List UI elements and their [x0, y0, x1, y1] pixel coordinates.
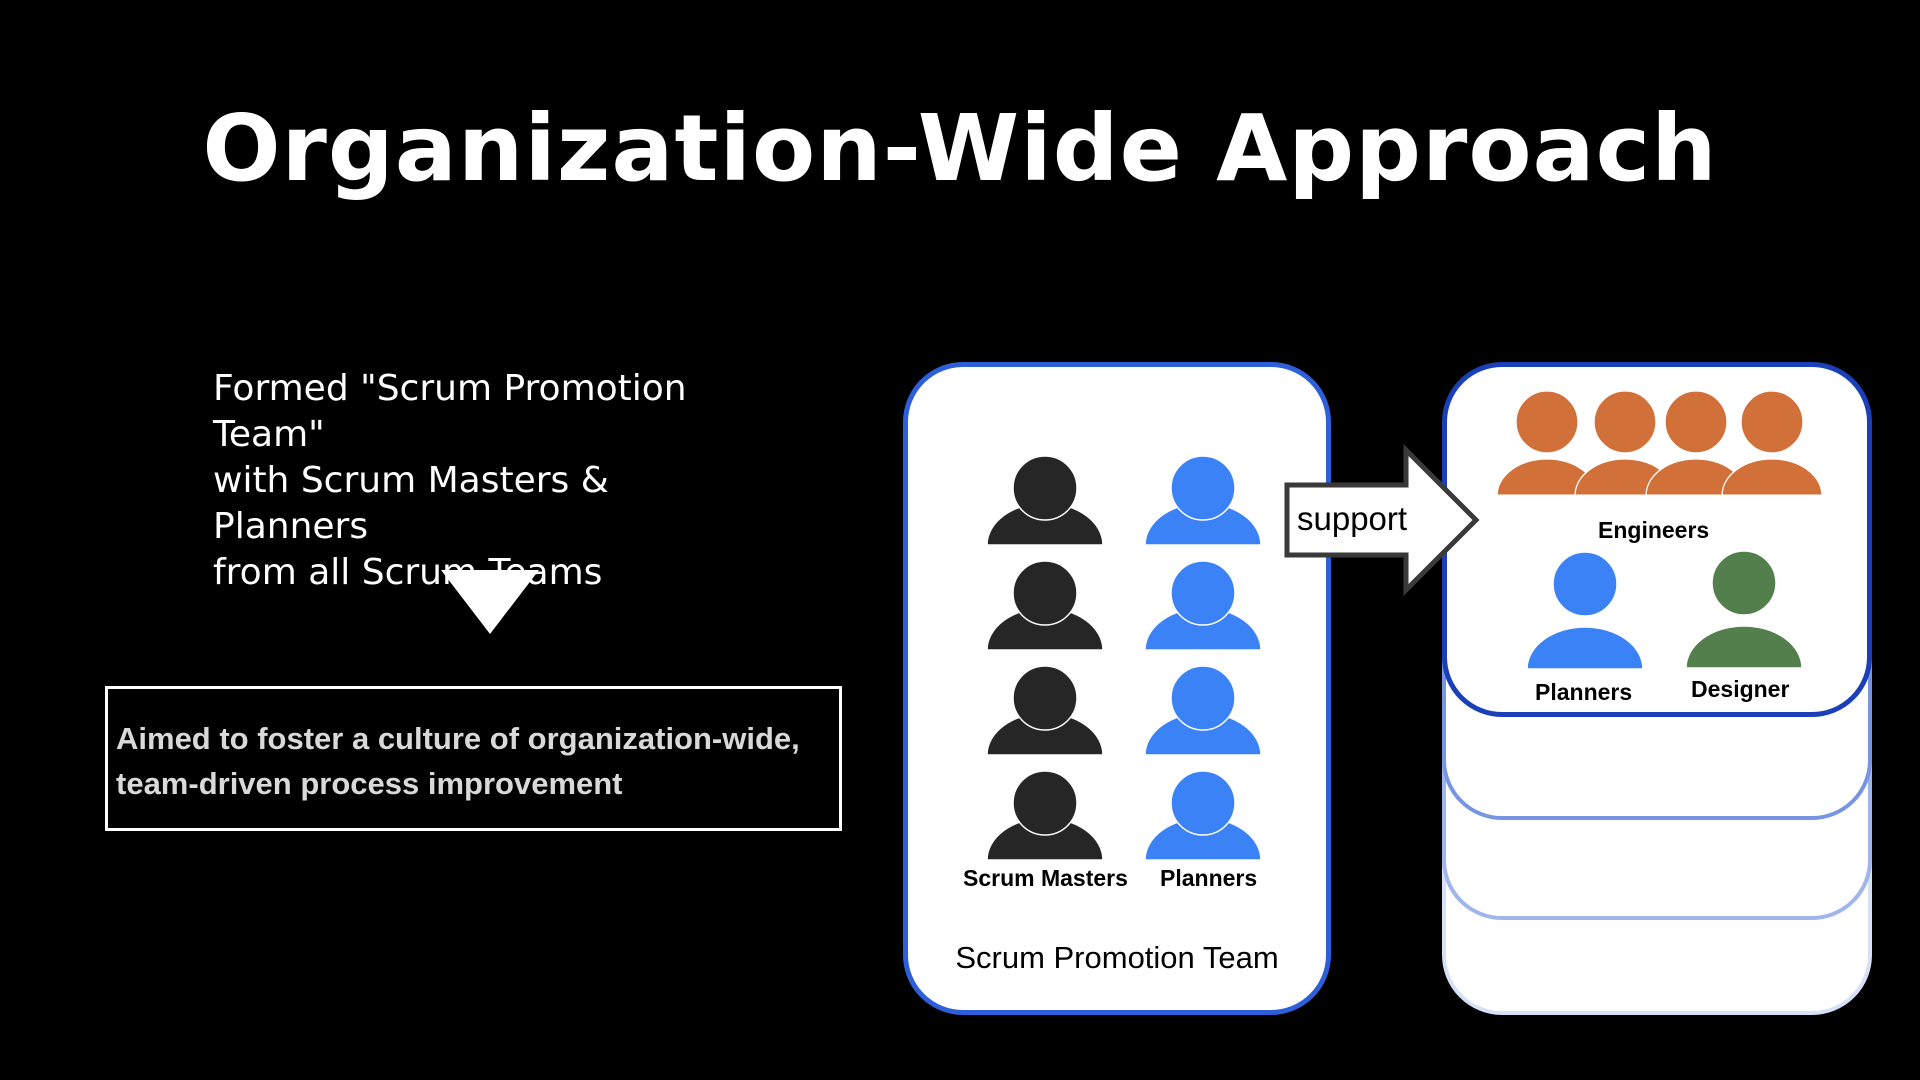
designer-label: Designer [1691, 676, 1790, 702]
right-arrow-icon [1284, 443, 1480, 597]
description-line: from all Scrum Teams [213, 552, 603, 593]
scrum-promotion-team-card [903, 362, 1331, 1015]
engineers-label: Engineers [1598, 517, 1710, 543]
description-line: Formed "Scrum Promotion [213, 368, 687, 409]
aim-statement-box: Aimed to foster a culture of organizatio… [105, 686, 842, 831]
description-text: Formed "Scrum Promotion Team" with Scrum… [213, 366, 733, 596]
slide-title: Organization-Wide Approach [202, 95, 1718, 202]
aim-line: Aimed to foster a culture of organizatio… [116, 721, 800, 756]
planner-person-icon [1144, 770, 1262, 861]
description-line: Planners [213, 506, 369, 547]
planners-label: Planners [1160, 865, 1258, 891]
planner-person-icon [1552, 551, 1618, 617]
team-planners-label: Planners [1535, 679, 1633, 705]
description-line: with Scrum Masters & [213, 460, 609, 501]
scrum-master-person-icon [986, 455, 1104, 546]
aim-line: team-driven process improvement [116, 766, 623, 801]
scrum-master-person-icon [986, 560, 1104, 651]
planner-person-icon [1144, 455, 1262, 546]
description-line: Team" [213, 414, 325, 455]
planner-person-icon [1144, 665, 1262, 756]
scrum-master-person-icon [986, 665, 1104, 756]
planner-person-icon [1144, 560, 1262, 651]
scrum-master-person-icon [986, 770, 1104, 861]
down-arrow-icon [441, 570, 539, 634]
promotion-team-title: Scrum Promotion Team [955, 940, 1279, 975]
designer-person-icon [1711, 550, 1777, 616]
support-label: support [1297, 500, 1408, 537]
scrum-masters-label: Scrum Masters [963, 865, 1128, 891]
